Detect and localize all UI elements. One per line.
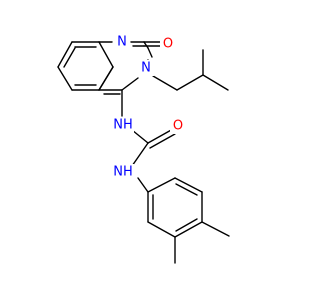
dimethylphenyl-ring	[147, 177, 230, 264]
bond	[131, 129, 149, 144]
label-bg	[160, 36, 176, 52]
oxygen-ring-label: O	[163, 37, 173, 52]
bond	[202, 74, 229, 91]
atom-labels: N O N NH O NH	[112, 34, 186, 180]
bond-c4-n3	[121, 77, 139, 91]
label-bg	[170, 118, 186, 134]
bond	[98, 41, 114, 68]
double-bond-inner	[175, 218, 198, 232]
carbonyl-bond	[147, 128, 174, 144]
double-bond-inner	[175, 183, 198, 196]
nh-upper-label: NH	[113, 118, 133, 133]
bond	[57, 66, 73, 91]
isobutyl-chain	[152, 49, 229, 91]
bond	[57, 41, 73, 68]
carbonyl-bond	[149, 133, 176, 149]
oxygen-urea-label: O	[173, 119, 183, 134]
molecule-diagram: N O N NH O NH	[0, 0, 300, 300]
bond	[98, 66, 114, 91]
molecule-canvas: N O N NH O NH	[0, 0, 300, 300]
urea-linker	[121, 89, 176, 193]
background	[0, 0, 300, 300]
bond	[143, 41, 149, 49]
nitrogen-n3-label: N	[141, 61, 151, 76]
label-bg	[138, 60, 154, 76]
label-bg	[112, 117, 134, 133]
bond	[147, 177, 176, 193]
bond	[137, 177, 149, 193]
label-bg	[112, 164, 134, 180]
bond	[174, 177, 203, 193]
nh-lower-label: NH	[113, 165, 133, 180]
label-bg	[114, 34, 130, 50]
bond	[176, 74, 204, 91]
bond	[174, 221, 203, 238]
bond	[152, 75, 178, 91]
double-bond-inner	[63, 47, 76, 68]
bond	[131, 142, 149, 167]
bond	[147, 221, 176, 238]
methyl-bond	[201, 221, 230, 237]
nitrogen-n1-label: N	[117, 35, 127, 50]
bond	[147, 47, 153, 58]
